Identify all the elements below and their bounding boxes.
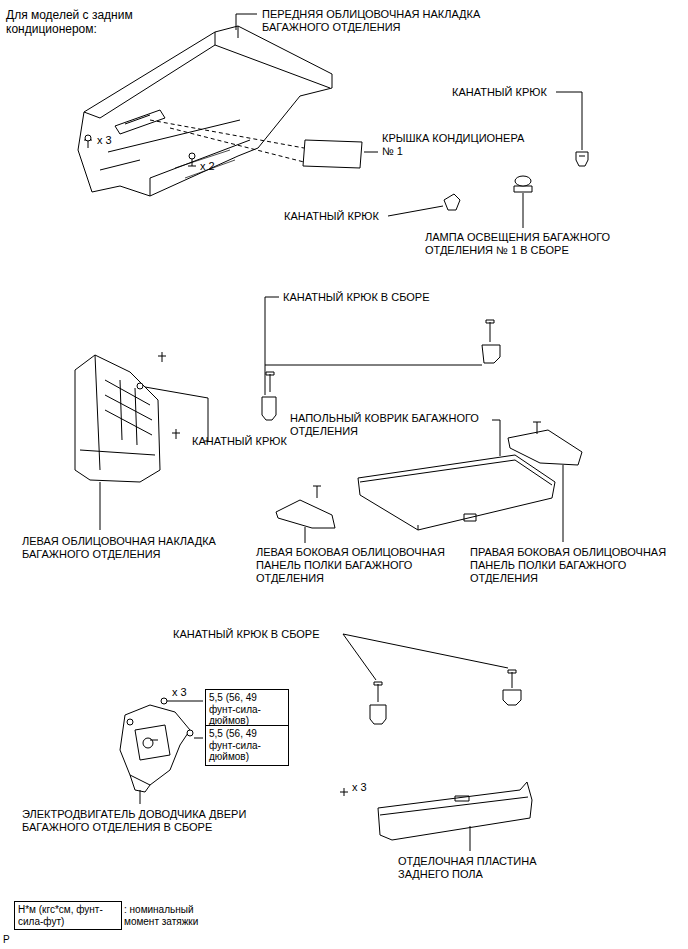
lid-drawing (303, 140, 362, 168)
drawing-part (189, 153, 195, 159)
torque-value: 5,5 (56, 49 фунт-сила-дюймов) (209, 728, 285, 763)
part-name: КАНАТНЫЙ КРЮК (192, 435, 302, 448)
leader-line (470, 826, 471, 851)
drawing-part (533, 422, 541, 434)
leader-line (145, 387, 208, 441)
drawing-part (380, 796, 528, 815)
side-panel-drawing (276, 422, 582, 528)
leader-line (265, 297, 482, 395)
drawing-part (85, 135, 91, 141)
part-name: КАНАТНЫЙ КРЮК (452, 86, 554, 99)
drawing-part (360, 460, 552, 530)
part-name: КАНАТНЫЙ КРЮК (284, 210, 386, 223)
drawing-part (262, 397, 276, 420)
drawing-part (514, 186, 532, 192)
hook-drawing (576, 152, 588, 166)
drawing-part (266, 372, 274, 392)
drawing-part (276, 500, 335, 528)
leader-line (167, 701, 203, 702)
drawing-part (78, 26, 332, 196)
leader-line (388, 206, 443, 216)
leader-line (492, 420, 500, 456)
drawing-part (143, 738, 153, 748)
hook-assembly-drawing (262, 320, 500, 420)
leader-line (563, 465, 564, 542)
drawing-part (172, 429, 180, 439)
part-name: НАПОЛЬНЫЙ КОВРИК БАГАЖНОГО ОТДЕЛЕНИЯ (290, 412, 495, 438)
drawing-part (508, 430, 582, 465)
leader-line (364, 152, 378, 153)
part-name: ЛЕВАЯ ОБЛИЦОВОЧНАЯ НАКЛАДКА БАГАЖНОГО ОТ… (22, 535, 237, 561)
legend-text: : номинальный момент затяжки (124, 904, 224, 928)
part-name: ПЕРЕДНЯЯ ОБЛИЦОВОЧНАЯ НАКЛАДКА БАГАЖНОГО… (262, 8, 512, 34)
drawing-part (515, 176, 531, 186)
drawing-part (137, 383, 143, 389)
leader-line (140, 790, 141, 804)
leader-line (236, 14, 257, 30)
drawing-part (187, 730, 193, 736)
floor-mat-drawing (358, 455, 555, 530)
drawing-part (158, 352, 166, 362)
drawing-part (150, 120, 304, 162)
torque-value: 5,5 (56, 49 фунт-сила-дюймов) (209, 692, 285, 727)
torque-box: 5,5 (56, 49 фунт-сила-дюймов) (205, 689, 289, 730)
hook-assembly-drawing (370, 670, 521, 724)
part-name: ЛАМПА ОСВЕЩЕНИЯ БАГАЖНОГО ОТДЕЛЕНИЯ № 1 … (425, 231, 635, 257)
drawing-part (313, 486, 321, 498)
leader-line (100, 482, 101, 530)
heading-note: Для моделей с задним кондиционером: (6, 8, 166, 36)
drawing-part (503, 690, 521, 705)
drawing-part (161, 698, 167, 704)
leader-line (305, 527, 306, 543)
page-mark: P (3, 934, 23, 946)
drawing-part (370, 705, 386, 724)
scuff-plate-drawing (340, 782, 532, 840)
part-name: ЛЕВАЯ БОКОВАЯ ОБЛИЦОВОЧНАЯ ПАНЕЛЬ ПОЛКИ … (256, 546, 461, 585)
quantity: x 3 (352, 781, 380, 794)
drawing-part (358, 455, 555, 530)
drawing-part (80, 355, 155, 470)
part-name: ОТДЕЛОЧНАЯ ПЛАСТИНА ЗАДНЕГО ПОЛА (398, 855, 573, 881)
front-trim-drawing (78, 26, 332, 196)
drawing-part (84, 26, 330, 118)
drawing-part (115, 110, 165, 134)
part-name: КРЫШКА КОНДИЦИОНЕРА № 1 (382, 132, 532, 158)
part-name: КАНАТНЫЙ КРЮК В СБОРЕ (173, 628, 341, 641)
leader-line (343, 634, 508, 680)
drawing-part (378, 782, 532, 840)
drawing-part (486, 320, 494, 342)
drawing-part (127, 719, 133, 725)
part-name: ПРАВАЯ БОКОВАЯ ОБЛИЦОВОЧНАЯ ПАНЕЛЬ ПОЛКИ… (470, 546, 682, 585)
part-name: КАНАТНЫЙ КРЮК В СБОРЕ (283, 291, 483, 304)
drawing-part (340, 788, 348, 796)
quantity: x 3 (172, 686, 200, 699)
torque-value: Н*м (кгс*см, фунт-сила-фут) (18, 904, 118, 927)
drawing-part (464, 514, 476, 521)
drawing-part (482, 345, 500, 363)
hook-drawing (444, 194, 460, 210)
drawing-part (100, 120, 250, 196)
lamp-drawing (514, 176, 532, 192)
drawing-part (120, 705, 190, 785)
legend-box: Н*м (кгс*см, фунт-сила-фут) (14, 901, 122, 930)
leader-line (523, 193, 524, 228)
torque-box: 5,5 (56, 49 фунт-сила-дюймов) (205, 725, 289, 766)
drawing-part (508, 670, 516, 688)
part-name: ЭЛЕКТРОДВИГАТЕЛЬ ДОВОДЧИКА ДВЕРИ БАГАЖНО… (22, 808, 284, 834)
drawing-part (75, 355, 160, 482)
quantity: x 2 (200, 160, 230, 173)
drawing-part (130, 725, 170, 792)
drawing-part (374, 682, 382, 702)
motor-drawing (120, 698, 193, 792)
leader-line (556, 92, 582, 150)
quantity: x 3 (97, 134, 127, 147)
drawing-part (175, 150, 235, 178)
leader-line (194, 738, 203, 739)
left-trim-drawing (75, 352, 180, 482)
